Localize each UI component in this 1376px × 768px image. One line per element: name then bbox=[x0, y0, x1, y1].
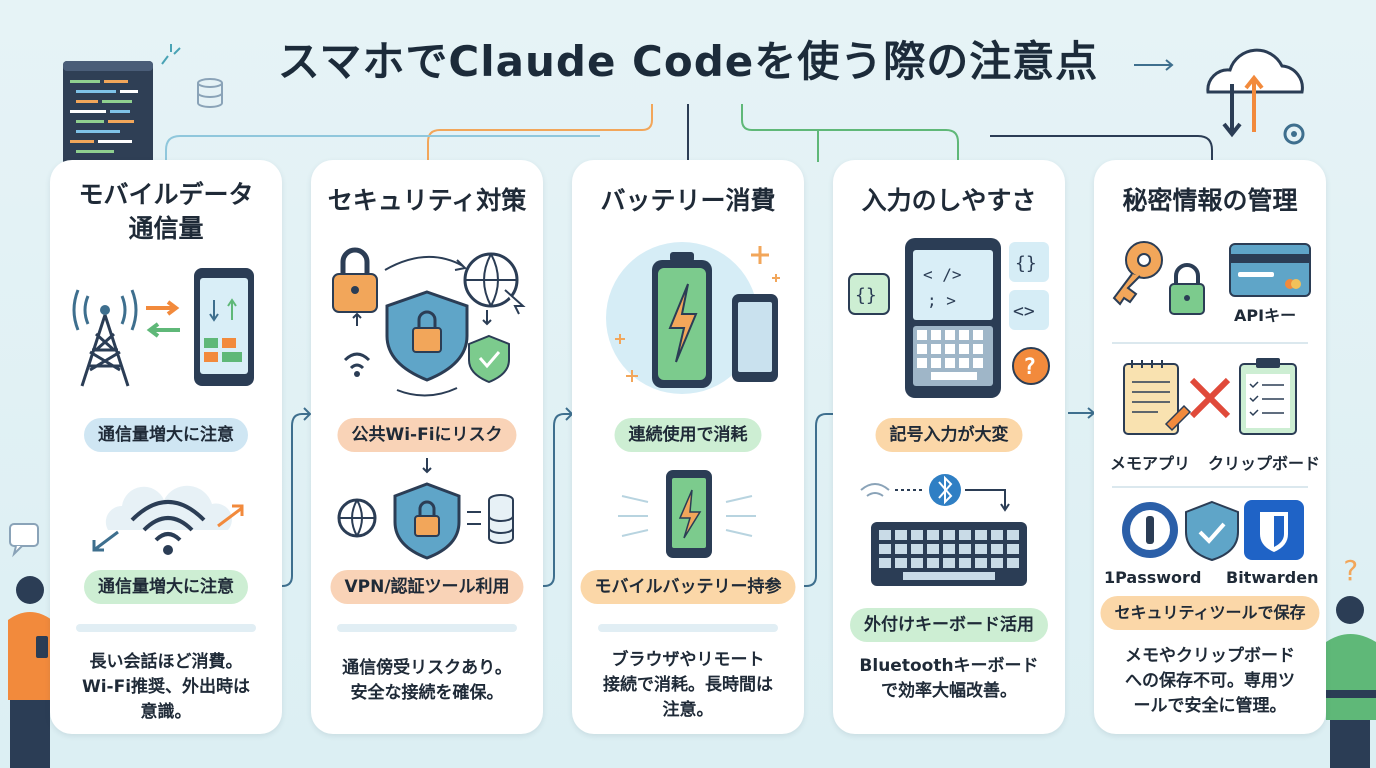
database-icon bbox=[197, 78, 223, 108]
security-shield-icon bbox=[332, 247, 526, 397]
card-title: セキュリティ対策 bbox=[327, 186, 527, 215]
phone-charging-icon bbox=[618, 470, 756, 558]
divider-bar bbox=[76, 624, 256, 632]
card-title: モバイルデータ bbox=[78, 180, 254, 209]
divider-bar bbox=[598, 624, 778, 632]
card-description: 通信傍受リスクあり。 bbox=[342, 658, 512, 678]
page-title: スマホでClaude Codeを使う際の注意点 bbox=[277, 37, 1099, 86]
card-description: 安全な接続を確保。 bbox=[350, 683, 504, 703]
flow-connector bbox=[782, 413, 834, 587]
1password-label: 1Password bbox=[1104, 568, 1202, 587]
cell-tower-icon bbox=[72, 268, 254, 387]
pill-solution: 外付けキーボード活用 bbox=[850, 608, 1048, 642]
flow-connector bbox=[258, 407, 312, 587]
card-description: 長い会話ほど消費。 bbox=[89, 652, 243, 672]
phone-keyboard-icon: < /> ; > {} {} <> ? bbox=[848, 238, 1050, 398]
card-description: 注意。 bbox=[662, 700, 714, 720]
vpn-icon bbox=[337, 458, 514, 560]
svg-text:?: ? bbox=[1023, 355, 1036, 380]
key-lock-icon bbox=[1112, 241, 1205, 315]
bluetooth-keyboard-icon bbox=[860, 474, 1027, 586]
svg-text:{}: {} bbox=[1015, 253, 1037, 274]
credit-card-icon bbox=[1229, 243, 1311, 297]
svg-text:<>: <> bbox=[1013, 301, 1035, 322]
pill-solution: モバイルバッテリー持参 bbox=[580, 570, 796, 604]
pill-warning: 通信量増大に注意 bbox=[84, 418, 248, 452]
arrow-right-icon bbox=[1134, 59, 1174, 71]
card-description: ールで安全に管理。 bbox=[1133, 696, 1287, 716]
pill-solution: セキュリティツールで保存 bbox=[1100, 596, 1320, 630]
card-description: で効率大幅改善。 bbox=[881, 681, 1017, 701]
clipboard-label: クリップボード bbox=[1208, 454, 1321, 473]
memo-app-label: メモアプリ bbox=[1110, 454, 1191, 473]
divider bbox=[1112, 342, 1308, 344]
card-description: Wi-Fi推奨、外出時は bbox=[81, 677, 251, 697]
code-window-icon bbox=[63, 61, 153, 169]
divider bbox=[1112, 486, 1308, 488]
connector-lines bbox=[165, 104, 1213, 162]
card-secrets: 秘密情報の管理 APIキー メモアプリ クリップボード bbox=[1094, 160, 1326, 734]
api-key-label: APIキー bbox=[1234, 306, 1297, 325]
card-title: バッテリー消費 bbox=[600, 186, 776, 215]
card-description: ブラウザやリモート bbox=[611, 650, 765, 670]
pill-solution: VPN/認証ツール利用 bbox=[330, 570, 524, 604]
memo-clipboard-icon bbox=[1123, 358, 1297, 435]
card-title: 通信量 bbox=[128, 214, 204, 243]
battery-icon bbox=[606, 242, 780, 394]
password-manager-icons bbox=[1122, 500, 1304, 562]
pill-warning: 連続使用で消耗 bbox=[614, 418, 762, 452]
card-input: 入力のしやすさ < /> ; > {} {} <> ? 記号入力が大変 bbox=[833, 160, 1065, 734]
card-title: 入力のしやすさ bbox=[861, 186, 1037, 215]
svg-text:{}: {} bbox=[855, 285, 877, 306]
card-security: セキュリティ対策 公共Wi-Fiにリスク VPN/認証ツール利用 通信傍受リスク… bbox=[311, 160, 543, 734]
svg-text:; >: ; > bbox=[927, 291, 956, 310]
sparkle-icon bbox=[161, 44, 181, 65]
card-description: メモやクリップボード bbox=[1125, 646, 1295, 666]
person-illustration: ? bbox=[1320, 554, 1376, 768]
svg-text:< />: < /> bbox=[923, 265, 962, 284]
bitwarden-label: Bitwarden bbox=[1226, 568, 1319, 587]
pill-warning: 公共Wi-Fiにリスク bbox=[337, 418, 517, 452]
card-title: 秘密情報の管理 bbox=[1122, 186, 1298, 215]
card-description: Bluetoothキーボード bbox=[859, 656, 1039, 676]
person-illustration bbox=[8, 523, 52, 768]
svg-text:?: ? bbox=[1342, 554, 1359, 587]
cloud-sync-icon bbox=[1206, 48, 1305, 145]
pill-warning: 記号入力が大変 bbox=[875, 418, 1023, 452]
card-description: 接続で消耗。長時間は bbox=[603, 675, 773, 695]
card-description: 意識。 bbox=[140, 702, 192, 722]
card-mobile-data: モバイルデータ 通信量 通信量増大に注意 通信量増大に注意 長い会話ほど消費。 … bbox=[50, 160, 282, 734]
wifi-cloud-icon bbox=[92, 485, 244, 555]
pill-warning: 通信量増大に注意 bbox=[84, 570, 248, 604]
divider-bar bbox=[337, 624, 517, 632]
card-description: への保存不可。専用ツ bbox=[1125, 671, 1295, 691]
card-battery: バッテリー消費 連続使用で消耗 モバイルバッテリー持参 ブラウザやリモート 接続… bbox=[572, 160, 804, 734]
